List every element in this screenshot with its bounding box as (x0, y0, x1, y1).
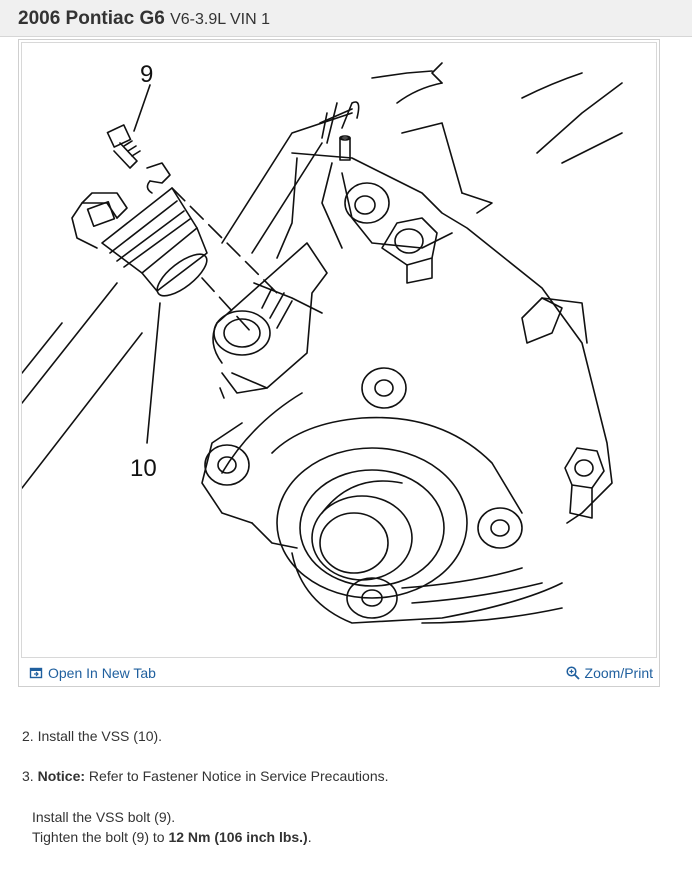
step-3-number: 3. (22, 768, 38, 784)
figure-panel: 9 10 Open In New Tab Zoom/Print (18, 39, 660, 687)
callout-10: 10 (130, 455, 157, 482)
open-in-new-tab-link[interactable]: Open In New Tab (29, 665, 156, 681)
notice-label: Notice: (37, 768, 86, 784)
install-bolt-text: Install the VSS bolt (9). (32, 809, 176, 825)
step-2: 2. Install the VSS (10). (22, 728, 163, 744)
step-3: 3. Notice: Refer to Fastener Notice in S… (22, 768, 389, 784)
page-header: 2006 Pontiac G6 V6-3.9L VIN 1 (0, 0, 692, 37)
notice-text: Refer to Fastener Notice in Service Prec… (85, 768, 389, 784)
open-new-tab-icon (29, 667, 43, 679)
tighten-bolt-text: Tighten the bolt (9) to 12 Nm (106 inch … (32, 829, 312, 845)
tighten-prefix: Tighten the bolt (9) to (32, 829, 169, 845)
transaxle-diagram: 9 10 (21, 42, 657, 658)
zoom-print-label: Zoom/Print (584, 665, 653, 681)
tighten-suffix: . (307, 829, 312, 845)
vehicle-name: 2006 Pontiac G6 (18, 8, 165, 29)
figure-toolbar: Open In New Tab Zoom/Print (19, 659, 659, 686)
open-in-new-tab-label: Open In New Tab (48, 665, 156, 681)
torque-spec: 12 Nm (106 inch lbs.) (168, 829, 308, 845)
engine-spec: V6-3.9L VIN 1 (170, 11, 270, 28)
callout-9: 9 (140, 61, 154, 88)
diagram-drawing (22, 62, 623, 624)
zoom-print-link[interactable]: Zoom/Print (565, 665, 653, 681)
vehicle-title: 2006 Pontiac G6 V6-3.9L VIN 1 (18, 8, 270, 30)
zoom-icon (565, 666, 580, 680)
